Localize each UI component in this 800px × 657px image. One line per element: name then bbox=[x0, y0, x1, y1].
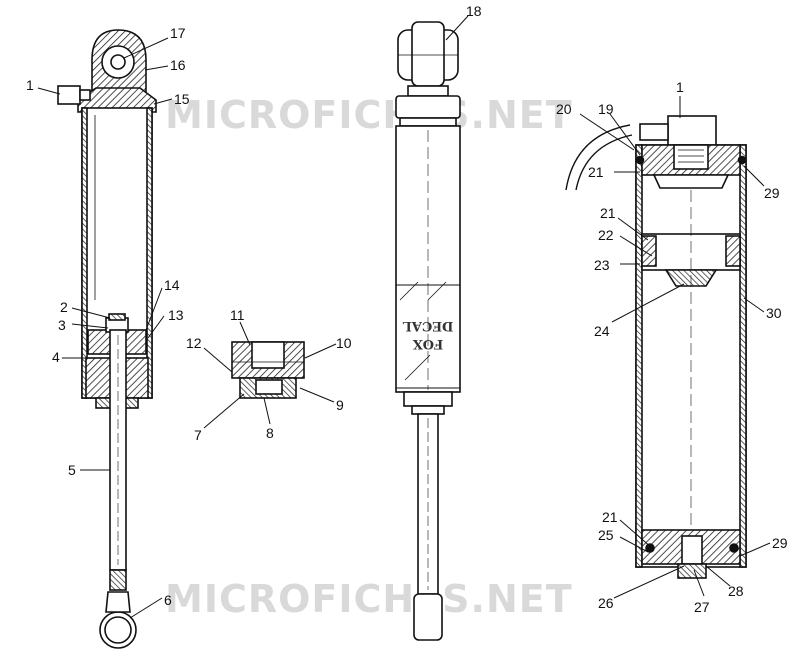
callout-17: 17 bbox=[170, 25, 186, 41]
callout-22: 22 bbox=[598, 227, 614, 243]
callout-3: 3 bbox=[58, 317, 66, 333]
callout-8: 8 bbox=[266, 425, 274, 441]
watermark-bottom: MICROFICHES.NET bbox=[165, 577, 573, 621]
reservoir-cutaway bbox=[565, 115, 747, 579]
callout-18: 18 bbox=[466, 3, 482, 19]
callout-12: 12 bbox=[186, 335, 202, 351]
callout-25: 25 bbox=[598, 527, 614, 543]
leader-lines bbox=[37, 15, 771, 619]
callout-28: 28 bbox=[728, 583, 744, 599]
callout-26: 26 bbox=[598, 595, 614, 611]
callout-21-bottom: 21 bbox=[602, 509, 618, 525]
callout-5: 5 bbox=[68, 462, 76, 478]
watermark-top: MICROFICHES.NET bbox=[165, 93, 573, 137]
middle-shock-exterior bbox=[395, 21, 461, 641]
callout-29-bottom: 29 bbox=[772, 535, 788, 551]
callout-21-mid: 21 bbox=[600, 205, 616, 221]
callout-4: 4 bbox=[52, 349, 60, 365]
callout-20: 20 bbox=[556, 101, 572, 117]
callout-1-left: 1 bbox=[26, 77, 34, 93]
callout-15: 15 bbox=[174, 91, 190, 107]
callout-13: 13 bbox=[168, 307, 184, 323]
callout-14: 14 bbox=[164, 277, 180, 293]
decal-line-2: FOX bbox=[412, 336, 443, 351]
decal-line-1: DECAL bbox=[403, 318, 454, 333]
callout-16: 16 bbox=[170, 57, 186, 73]
piston-detail bbox=[231, 341, 305, 399]
callout-10: 10 bbox=[336, 335, 352, 351]
callout-11: 11 bbox=[230, 307, 245, 323]
callout-6: 6 bbox=[164, 592, 172, 608]
callout-9: 9 bbox=[336, 397, 344, 413]
callout-2: 2 bbox=[60, 299, 68, 315]
callout-21-top: 21 bbox=[588, 164, 604, 180]
callout-7: 7 bbox=[194, 427, 202, 443]
callout-24: 24 bbox=[594, 323, 610, 339]
callout-30: 30 bbox=[766, 305, 782, 321]
callout-27: 27 bbox=[694, 599, 710, 615]
left-shock-cutaway bbox=[57, 29, 157, 649]
callout-labels: 1 17 16 15 2 3 14 13 4 5 6 11 12 10 9 7 … bbox=[26, 3, 788, 615]
callout-23: 23 bbox=[594, 257, 610, 273]
callout-29-top: 29 bbox=[764, 185, 780, 201]
callout-1-right: 1 bbox=[676, 79, 684, 95]
callout-19: 19 bbox=[598, 101, 614, 117]
